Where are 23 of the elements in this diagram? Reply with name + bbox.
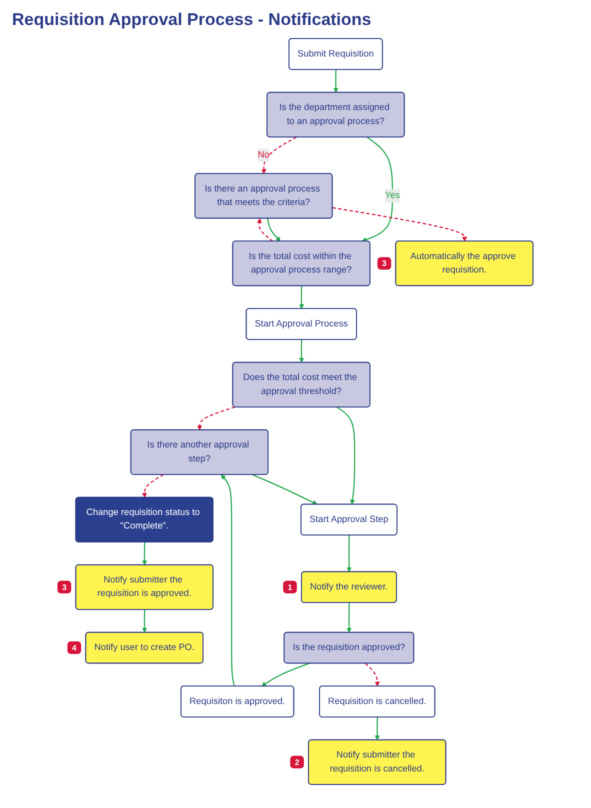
arrow <box>142 610 147 633</box>
edge-label: No <box>257 150 270 160</box>
diagram-title: Requisition Approval Process - Notifications <box>12 10 372 30</box>
arrow <box>220 474 235 686</box>
arrow <box>196 406 235 430</box>
arrow <box>142 474 164 498</box>
arrow <box>261 136 296 174</box>
arrow <box>256 218 273 242</box>
arrow <box>374 717 380 740</box>
arrow <box>298 286 304 310</box>
arrow <box>336 406 355 505</box>
arrow <box>266 218 280 242</box>
arrow <box>332 207 467 242</box>
arrow <box>261 662 309 687</box>
arrow <box>298 340 304 363</box>
arrow <box>364 663 380 687</box>
arrow <box>333 70 338 93</box>
arrow <box>142 542 147 566</box>
edge-label: Yes <box>384 190 400 200</box>
arrow <box>346 602 352 633</box>
arrow <box>346 535 352 572</box>
arrow <box>361 136 393 242</box>
arrow <box>252 474 318 505</box>
